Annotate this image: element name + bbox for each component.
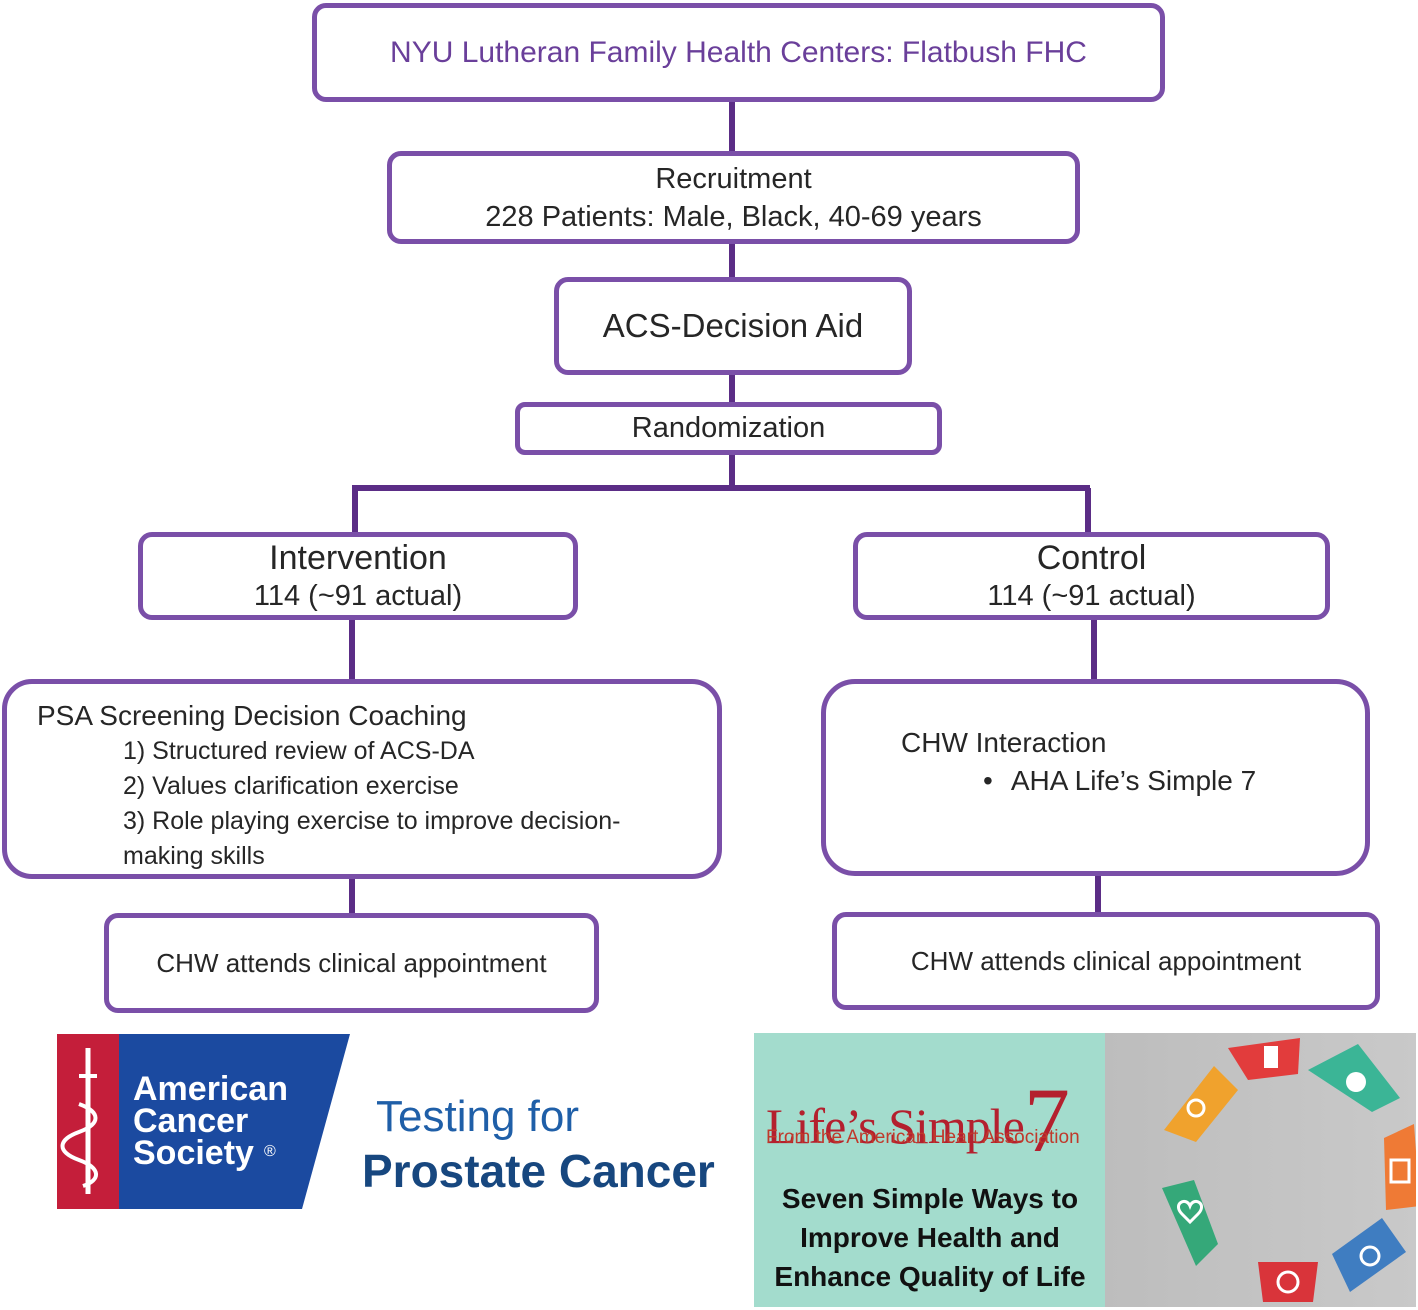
scale-icon (1389, 1158, 1411, 1184)
wheel-segment-activity (1332, 1218, 1406, 1292)
control-appointment-box: CHW attends clinical appointment (832, 912, 1380, 1010)
intervention-appointment-box: CHW attends clinical appointment (104, 913, 599, 1013)
control-box: Control 114 (~91 actual) (853, 532, 1330, 620)
acs-title: Testing for Prostate Cancer (350, 1092, 750, 1198)
coaching-step-3: 3) Role playing exercise to improve deci… (123, 807, 621, 835)
ls7-banner: Life’s Simple7 From the American Heart A… (754, 1033, 1416, 1307)
site-box: NYU Lutheran Family Health Centers: Flat… (312, 3, 1165, 102)
control-title: Control (1036, 539, 1147, 577)
ls7-tagline-line3: Enhance Quality of Life (774, 1261, 1086, 1292)
acs-logo-blue-panel (119, 1034, 350, 1209)
activity-icon (1359, 1245, 1381, 1267)
decision-aid-box: ACS-Decision Aid (554, 277, 912, 375)
glucose-icon (1264, 1046, 1278, 1068)
interaction-bullet-item: • AHA Life’s Simple 7 (983, 762, 1256, 800)
coaching-step-3-cont: making skills (123, 842, 265, 870)
site-label: NYU Lutheran Family Health Centers: Flat… (390, 35, 1087, 69)
acs-title-line2: Prostate Cancer (362, 1145, 715, 1197)
ls7-title-word: Life’s Simple (766, 1098, 1025, 1154)
sword-icon (60, 1048, 98, 1194)
wheel-segment-smoking (1258, 1262, 1318, 1302)
coaching-step-1: 1) Structured review of ACS-DA (123, 737, 475, 765)
smoking-icon (1276, 1270, 1300, 1294)
ls7-tagline-line2: Improve Health and (800, 1222, 1060, 1253)
ls7-title-number: 7 (1023, 1069, 1070, 1171)
control-count: 114 (~91 actual) (987, 580, 1196, 612)
interaction-heading: CHW Interaction (901, 727, 1107, 758)
randomization-box: Randomization (515, 402, 942, 455)
coaching-step-2: 2) Values clarification exercise (123, 772, 459, 800)
acs-logo-line2: Cancer (133, 1102, 248, 1140)
control-appointment-label: CHW attends clinical appointment (910, 945, 1302, 976)
acs-logo-line1: American (133, 1070, 288, 1108)
cholesterol-icon (1186, 1098, 1206, 1118)
coaching-box: PSA Screening Decision Coaching 1) Struc… (2, 679, 722, 879)
interaction-box: CHW Interaction • AHA Life’s Simple 7 (821, 679, 1370, 876)
ls7-wheel (1162, 1038, 1416, 1302)
acs-logo: American Cancer Society ® (57, 1034, 350, 1209)
randomization-label: Randomization (631, 412, 826, 444)
ls7-tagline: Seven Simple Ways to Improve Health and … (760, 1179, 1100, 1296)
recruitment-title: Recruitment (655, 162, 812, 195)
recruitment-detail: 228 Patients: Male, Black, 40-69 years (485, 200, 982, 233)
interaction-bullet: AHA Life’s Simple 7 (1010, 765, 1257, 796)
ls7-tagline-line1: Seven Simple Ways to (781, 1183, 1079, 1214)
ls7-title: Life’s Simple7 (766, 1059, 1070, 1171)
intervention-title: Intervention (269, 539, 447, 577)
intervention-count: 114 (~91 actual) (253, 580, 463, 612)
acs-title-line1: Testing for (376, 1092, 579, 1141)
wheel-segment-weight (1384, 1124, 1416, 1210)
recruitment-box: Recruitment 228 Patients: Male, Black, 4… (387, 151, 1080, 244)
decision-aid-label: ACS-Decision Aid (602, 307, 864, 344)
bullet-icon: • (983, 765, 993, 796)
acs-logo-line3: Society (133, 1134, 254, 1172)
wheel-segment-cholesterol (1164, 1066, 1238, 1142)
apple-icon (1346, 1072, 1366, 1092)
intervention-box: Intervention 114 (~91 actual) (138, 532, 578, 620)
coaching-heading: PSA Screening Decision Coaching (37, 700, 467, 731)
registered-mark: ® (264, 1143, 276, 1160)
heart-icon (1177, 1200, 1203, 1225)
intervention-appointment-label: CHW attends clinical appointment (156, 947, 547, 978)
ls7-subtitle: From the American Heart Association (766, 1127, 1080, 1148)
